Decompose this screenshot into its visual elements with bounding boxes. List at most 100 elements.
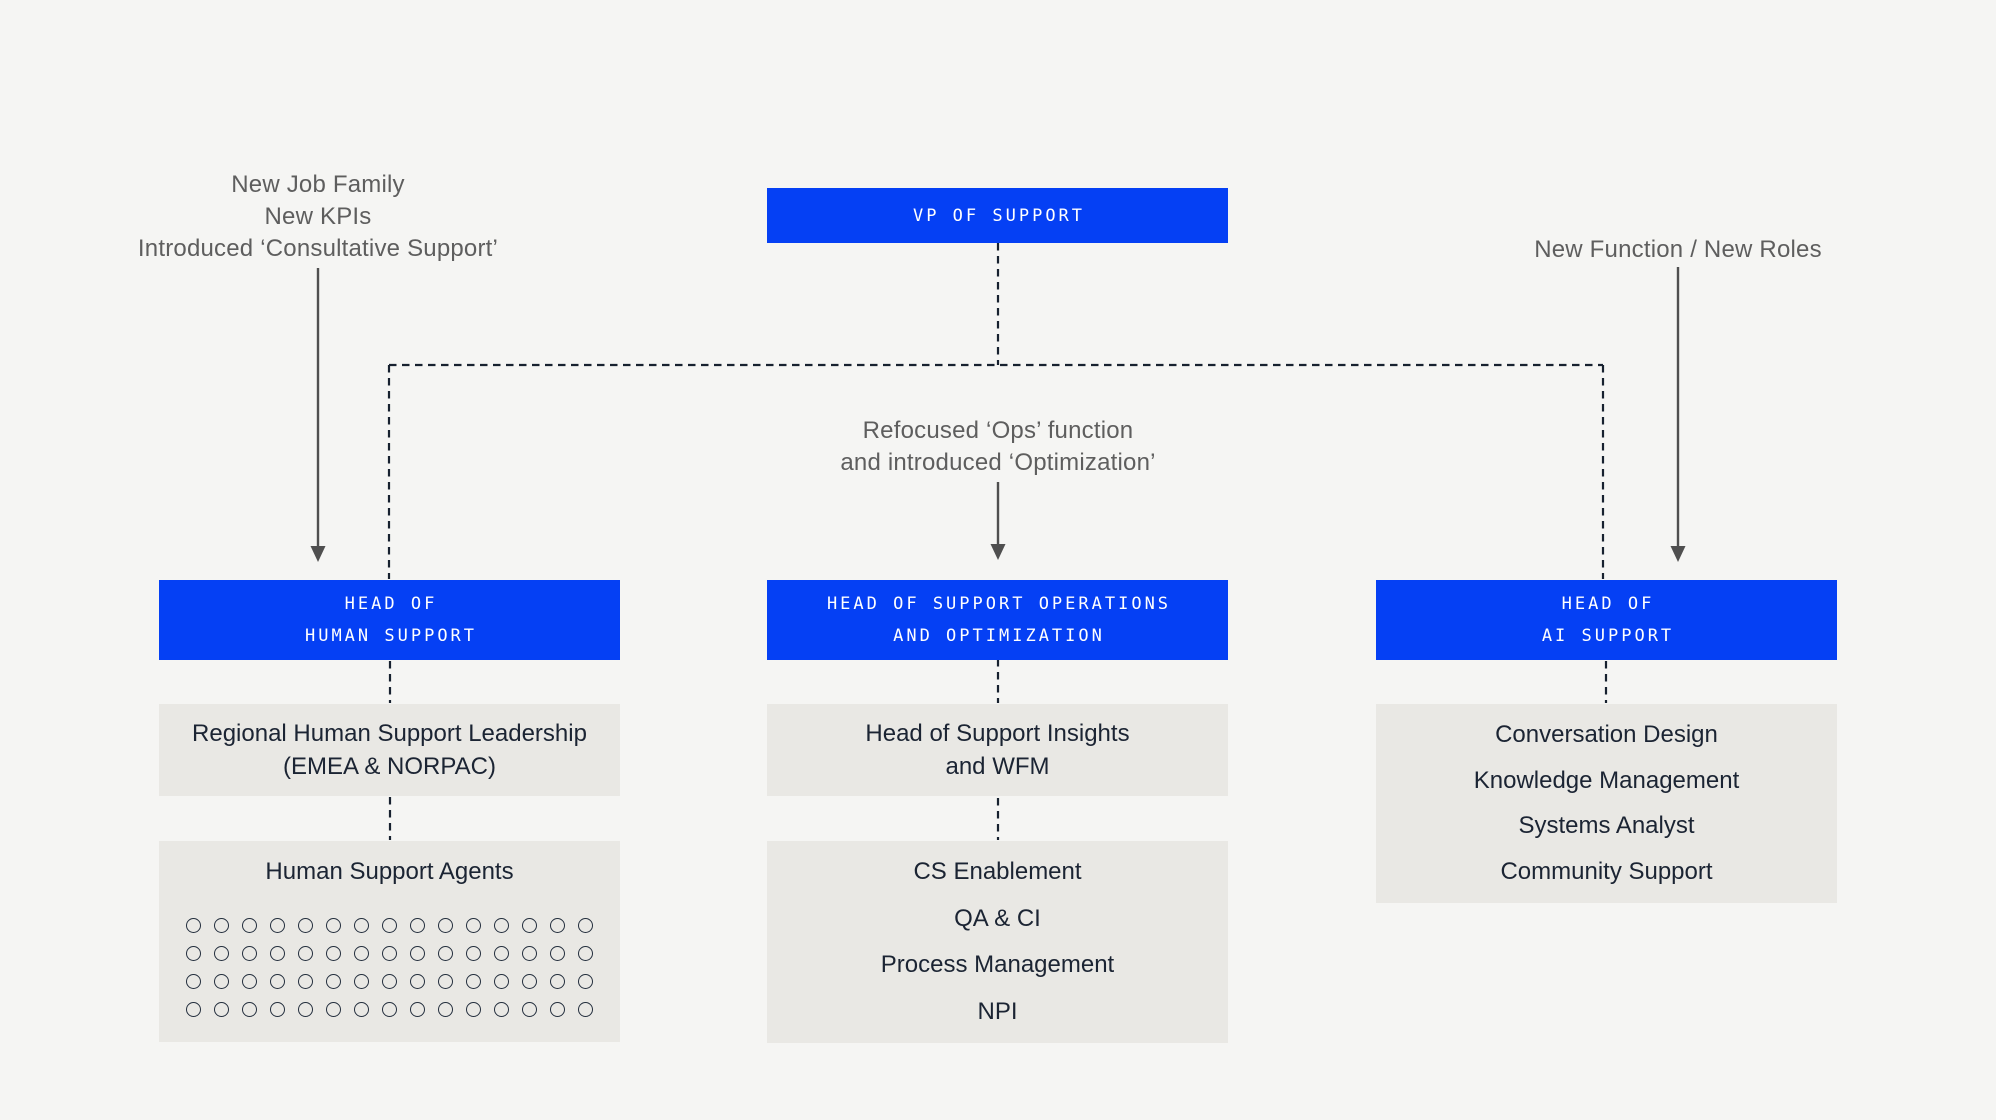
node-ai-label-line2: AI SUPPORT <box>1541 626 1675 646</box>
ai-team-item: Community Support <box>1500 857 1713 885</box>
arrow-left-head <box>310 546 326 562</box>
node-vp-label: VP OF SUPPORT <box>912 205 1086 226</box>
support-insights-line1: Head of Support Insights <box>865 720 1130 747</box>
agent-circle-icon <box>522 974 537 989</box>
agent-circle-icon <box>382 946 397 961</box>
node-human-label-line1: HEAD OF <box>344 594 438 614</box>
arrow-middle-head <box>990 544 1006 560</box>
ops-team-item: QA & CI <box>954 904 1041 932</box>
agent-circle-icon <box>494 946 509 961</box>
ai-team-item: Conversation Design <box>1495 721 1718 748</box>
agent-circle-icon <box>494 974 509 989</box>
annotation-middle: Refocused ‘Ops’ function and introduced … <box>748 415 1248 479</box>
agent-circle-icon <box>410 946 425 961</box>
annotation-left-line2: New KPIs <box>264 203 372 230</box>
node-head-of-human-support: HEAD OF HUMAN SUPPORT <box>159 580 620 660</box>
agent-circle-icon <box>326 974 341 989</box>
arrow-right-head <box>1670 546 1686 562</box>
agent-circle-icon <box>270 918 285 933</box>
node-head-of-support-operations: HEAD OF SUPPORT OPERATIONS AND OPTIMIZAT… <box>767 580 1228 660</box>
agent-circle-icon <box>354 946 369 961</box>
agent-circle-icon <box>494 1002 509 1017</box>
agents-grid <box>186 918 593 1017</box>
agent-circle-icon <box>242 974 257 989</box>
agent-circle-icon <box>438 974 453 989</box>
node-ops-label-line1: HEAD OF SUPPORT OPERATIONS <box>826 594 1172 614</box>
agent-circle-icon <box>214 974 229 989</box>
annotation-right: New Function / New Roles <box>1428 234 1928 266</box>
agent-circle-icon <box>466 1002 481 1017</box>
agent-circle-icon <box>438 946 453 961</box>
node-ops-teams: CS Enablement QA & CI Process Management… <box>767 841 1228 1043</box>
agent-circle-icon <box>186 1002 201 1017</box>
agent-circle-icon <box>382 918 397 933</box>
node-vp-of-support: VP OF SUPPORT <box>767 188 1228 243</box>
annotation-middle-line1: Refocused ‘Ops’ function <box>862 417 1134 444</box>
agent-circle-icon <box>438 918 453 933</box>
agent-circle-icon <box>438 1002 453 1017</box>
agent-circle-icon <box>214 946 229 961</box>
agent-circle-icon <box>550 918 565 933</box>
agent-circle-icon <box>270 1002 285 1017</box>
agent-circle-icon <box>326 918 341 933</box>
node-support-insights-wfm: Head of Support Insights and WFM <box>767 704 1228 796</box>
agent-circle-icon <box>242 918 257 933</box>
annotation-right-line1: New Function / New Roles <box>1534 236 1822 263</box>
agents-row <box>186 946 593 961</box>
agent-circle-icon <box>578 974 593 989</box>
agent-circle-icon <box>298 946 313 961</box>
agent-circle-icon <box>382 1002 397 1017</box>
ops-team-item: Process Management <box>880 951 1115 979</box>
ai-team-item: Systems Analyst <box>1518 812 1695 840</box>
agent-circle-icon <box>242 1002 257 1017</box>
agent-circle-icon <box>186 946 201 961</box>
agent-circle-icon <box>270 946 285 961</box>
agent-circle-icon <box>578 946 593 961</box>
agent-circle-icon <box>410 918 425 933</box>
annotation-left-line1: New Job Family <box>231 171 405 198</box>
node-regional-leadership: Regional Human Support Leadership (EMEA … <box>159 704 620 796</box>
node-ai-label-line1: HEAD OF <box>1561 594 1655 614</box>
agent-circle-icon <box>466 918 481 933</box>
node-ai-teams: Conversation Design Knowledge Management… <box>1376 704 1837 903</box>
agent-circle-icon <box>466 974 481 989</box>
agent-circle-icon <box>354 918 369 933</box>
agent-circle-icon <box>354 974 369 989</box>
ai-team-item: Knowledge Management <box>1473 766 1740 794</box>
agent-circle-icon <box>522 1002 537 1017</box>
agent-circle-icon <box>522 918 537 933</box>
agents-row <box>186 918 593 933</box>
agent-circle-icon <box>186 974 201 989</box>
agent-circle-icon <box>578 1002 593 1017</box>
node-head-of-ai-support: HEAD OF AI SUPPORT <box>1376 580 1837 660</box>
agents-row <box>186 974 593 989</box>
node-ops-label-line2: AND OPTIMIZATION <box>893 626 1105 646</box>
agent-circle-icon <box>382 974 397 989</box>
annotation-left-line3: Introduced ‘Consultative Support’ <box>137 235 499 262</box>
agent-circle-icon <box>298 918 313 933</box>
node-human-label-line2: HUMAN SUPPORT <box>304 626 478 646</box>
agent-circle-icon <box>550 974 565 989</box>
agent-circle-icon <box>410 974 425 989</box>
ops-team-item: NPI <box>977 997 1018 1025</box>
agent-circle-icon <box>270 974 285 989</box>
agent-circle-icon <box>326 946 341 961</box>
agent-circle-icon <box>494 918 509 933</box>
annotation-middle-line2: and introduced ‘Optimization’ <box>840 449 1156 476</box>
agents-row <box>186 1002 593 1017</box>
agents-title: Human Support Agents <box>265 858 514 885</box>
agent-circle-icon <box>550 1002 565 1017</box>
regional-leadership-line2: (EMEA & NORPAC) <box>283 753 496 780</box>
node-human-support-agents: Human Support Agents <box>159 841 620 1042</box>
ops-team-item: CS Enablement <box>913 858 1082 885</box>
agent-circle-icon <box>298 974 313 989</box>
agent-circle-icon <box>354 1002 369 1017</box>
regional-leadership-line1: Regional Human Support Leadership <box>192 720 587 747</box>
agent-circle-icon <box>214 918 229 933</box>
agent-circle-icon <box>522 946 537 961</box>
agent-circle-icon <box>186 918 201 933</box>
annotation-left: New Job Family New KPIs Introduced ‘Cons… <box>58 169 578 265</box>
agent-circle-icon <box>550 946 565 961</box>
agent-circle-icon <box>214 1002 229 1017</box>
